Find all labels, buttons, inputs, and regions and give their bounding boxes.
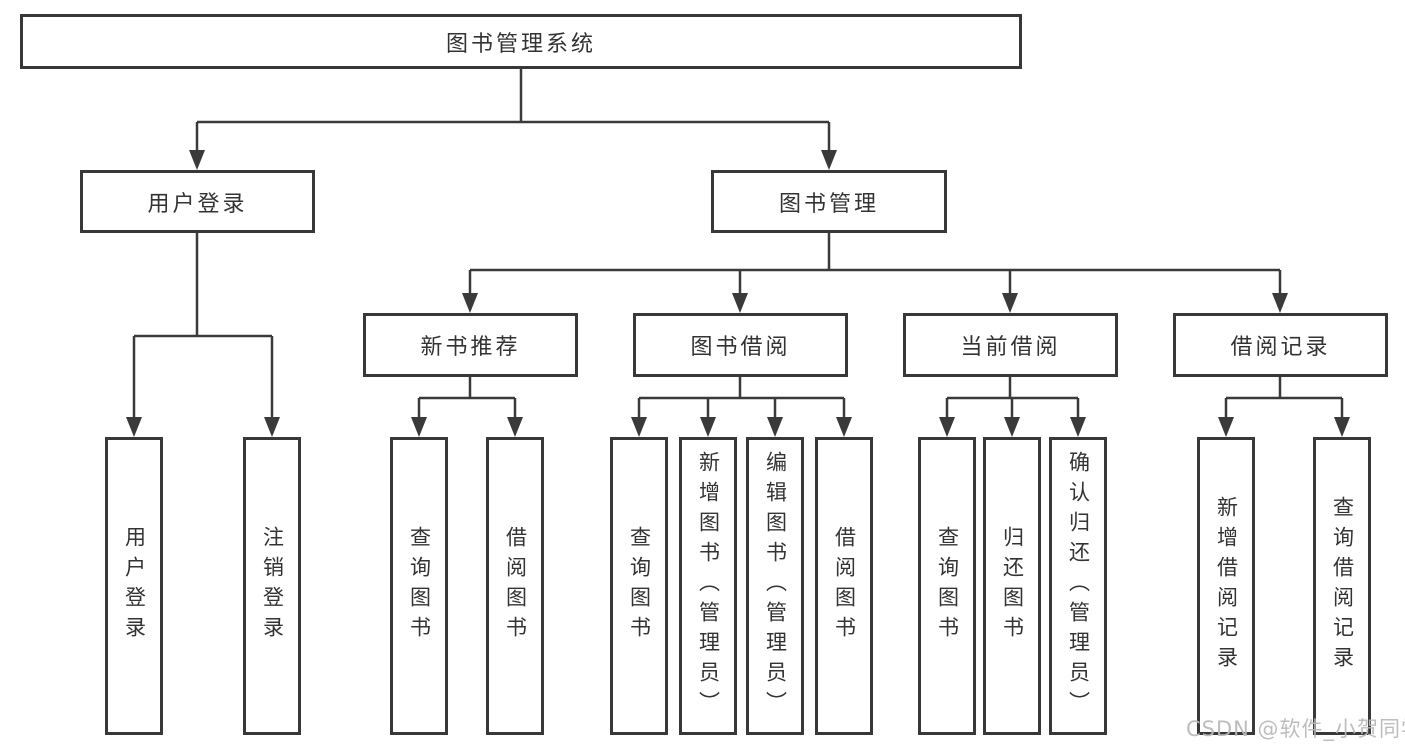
- node-book-management: 图书管理: [711, 170, 947, 233]
- node-book-borrowing: 图书借阅: [633, 313, 848, 377]
- leaf-query-borrow-record: 查询借阅记录: [1313, 437, 1371, 735]
- leaf-user-login: 用户登录: [105, 437, 163, 735]
- leaf-query-books-recommend: 查询图书: [390, 437, 448, 735]
- leaf-borrow-books: 借阅图书: [815, 437, 873, 735]
- leaf-query-books-borrowing: 查询图书: [610, 437, 668, 735]
- node-new-book-recommendation: 新书推荐: [363, 313, 578, 377]
- leaf-edit-books-admin: 编辑图书（管理员）: [746, 437, 804, 735]
- leaf-add-borrow-record: 新增借阅记录: [1197, 437, 1255, 735]
- leaf-borrow-books-recommend: 借阅图书: [486, 437, 544, 735]
- node-user-login: 用户登录: [80, 170, 315, 233]
- leaf-logout-login: 注销登录: [243, 437, 301, 735]
- leaf-add-books-admin: 新增图书（管理员）: [679, 437, 737, 735]
- node-current-borrowing: 当前借阅: [903, 313, 1118, 377]
- node-library-management-system: 图书管理系统: [20, 14, 1022, 69]
- leaf-confirm-return-admin: 确认归还（管理员）: [1049, 437, 1107, 735]
- leaf-query-books-current: 查询图书: [918, 437, 976, 735]
- node-borrowing-records: 借阅记录: [1173, 313, 1388, 377]
- csdn-watermark: CSDN @软件_小贺同学: [1186, 717, 1405, 741]
- leaf-return-books: 归还图书: [983, 437, 1041, 735]
